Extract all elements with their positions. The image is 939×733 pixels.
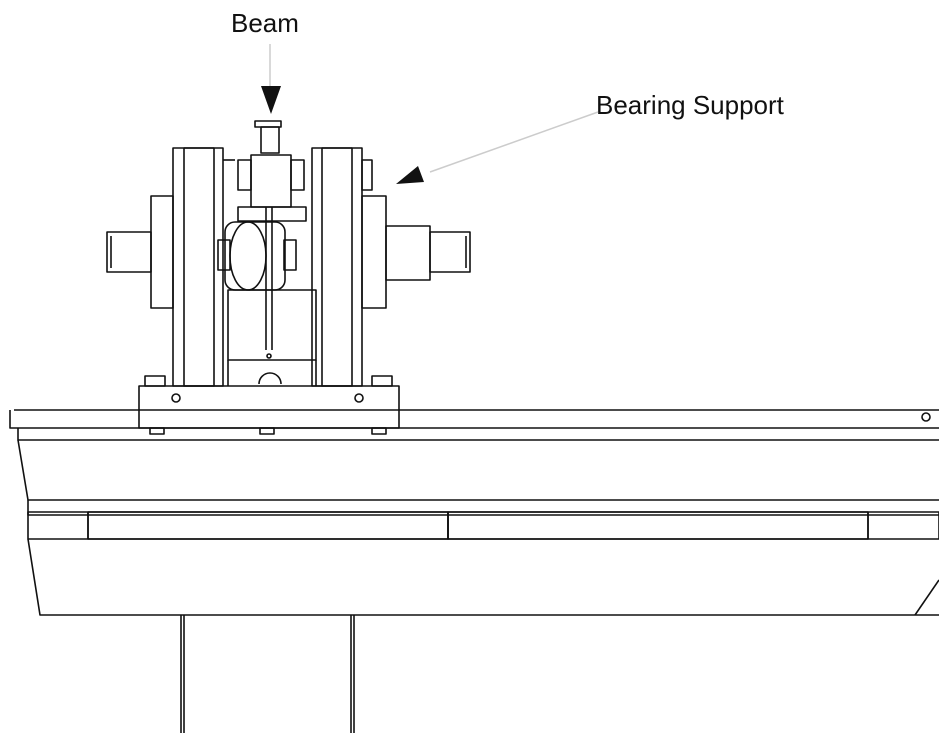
base-hole-left xyxy=(171,393,181,403)
support-legs xyxy=(180,615,355,733)
beam-pointer xyxy=(261,44,281,114)
left-shaft xyxy=(106,195,174,309)
center-mechanism xyxy=(217,120,317,386)
base-hole-right xyxy=(354,393,364,403)
track-bed xyxy=(9,409,939,616)
bearing-arrowhead xyxy=(396,166,424,184)
left-bearing-support xyxy=(172,147,235,387)
base-plate xyxy=(138,375,400,435)
right-shaft xyxy=(361,195,471,309)
beam-arrowhead xyxy=(261,86,281,114)
beam-label: Beam xyxy=(231,8,299,38)
bearing-support-label: Bearing Support xyxy=(596,90,784,120)
bearing-support-pointer xyxy=(396,111,599,184)
bearing-leader-line xyxy=(429,111,599,173)
right-bearing-support xyxy=(311,147,373,387)
track-end-hole xyxy=(921,412,931,422)
